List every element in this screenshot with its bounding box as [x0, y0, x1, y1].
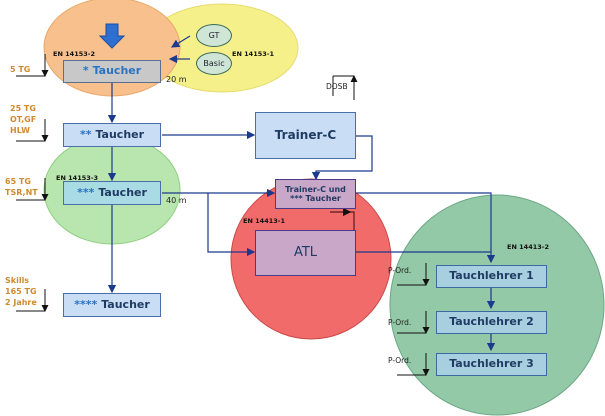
label-dosb: DOSB	[326, 82, 348, 91]
atl-box: ATL	[255, 230, 356, 276]
arrow-trainerc-combo	[311, 135, 373, 181]
pord-label-1: P-Ord.	[388, 266, 412, 275]
depth-taucher1: 20 m	[166, 75, 187, 84]
zone-en14413-2	[389, 194, 605, 416]
gt-node: GT	[196, 24, 232, 47]
taucher3-box: ***Taucher	[63, 181, 161, 205]
entry-arrow-icon	[98, 23, 126, 49]
arrow-combo-tl1	[356, 192, 496, 264]
combo-line2: *** Taucher	[290, 194, 341, 203]
label-taucher1: Taucher	[92, 64, 142, 78]
arrow-atl-combo	[330, 207, 355, 232]
basic-node: Basic	[196, 52, 232, 75]
taucher4-box: ****Taucher	[63, 293, 161, 317]
stars-taucher3: ***	[77, 185, 95, 199]
trainer-c-taucher-box: Trainer-C und *** Taucher	[275, 179, 356, 209]
taucher1-box: *Taucher	[63, 60, 161, 83]
pord-label-3: P-Ord.	[388, 356, 412, 365]
taucher2-box: **Taucher	[63, 123, 161, 147]
depth-taucher3: 40 m	[166, 196, 187, 205]
stars-taucher1: *	[82, 64, 89, 78]
label-taucher2: Taucher	[95, 127, 145, 141]
label-taucher3: Taucher	[98, 185, 147, 199]
label-en14153-1: EN 14153-1	[232, 50, 274, 58]
stars-taucher2: **	[79, 127, 92, 141]
pord-label-2: P-Ord.	[388, 318, 412, 327]
req-taucher1: 5 TG	[10, 65, 31, 74]
tauchlehrer1-box: Tauchlehrer 1	[436, 265, 547, 288]
trainer-c-box: Trainer-C	[255, 112, 356, 159]
stars-taucher4: ****	[74, 297, 98, 311]
tauchlehrer3-box: Tauchlehrer 3	[436, 353, 547, 376]
combo-line1: Trainer-C und	[285, 184, 346, 194]
label-en14153-2: EN 14153-2	[53, 50, 95, 58]
arrow-t3-atl	[207, 193, 256, 257]
label-en14413-1: EN 14413-1	[243, 217, 285, 225]
tauchlehrer2-box: Tauchlehrer 2	[436, 311, 547, 334]
label-en14153-3: EN 14153-3	[56, 174, 98, 182]
label-taucher4: Taucher	[101, 297, 150, 311]
label-en14413-2: EN 14413-2	[507, 243, 549, 251]
arrow-gt-to-taucher1	[170, 35, 191, 48]
